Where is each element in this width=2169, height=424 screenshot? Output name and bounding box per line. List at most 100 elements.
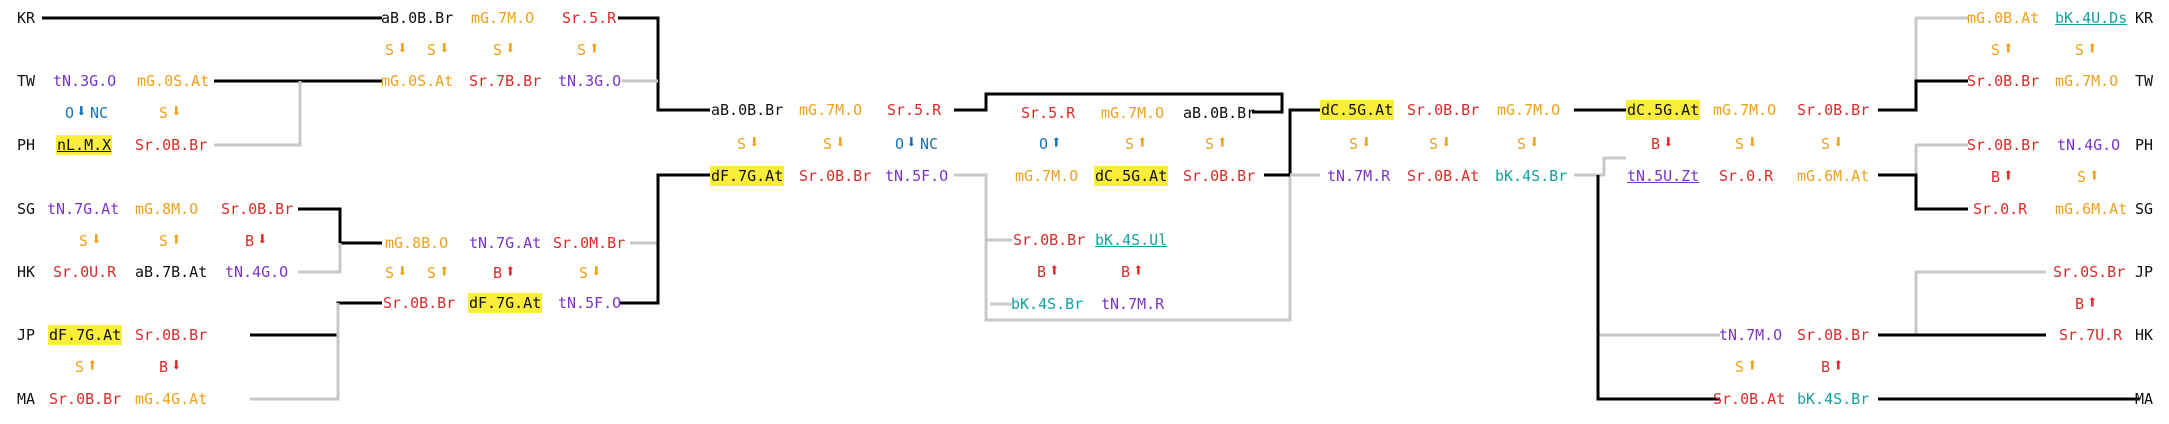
status-label: S xyxy=(737,135,747,153)
match-entry[interactable]: mG.7M.O xyxy=(1101,104,1165,122)
bracket-line xyxy=(954,92,1284,114)
match-entry[interactable]: Sr.0B.Br xyxy=(221,200,294,218)
match-entry[interactable]: Sr.0.R xyxy=(1719,167,1774,185)
match-entry[interactable]: dC.5G.At xyxy=(1320,100,1395,120)
match-entry[interactable]: Sr.0U.R xyxy=(53,263,117,281)
country-code-tw: TW xyxy=(2135,72,2154,90)
country-code-hk: HK xyxy=(2135,326,2154,344)
status-label: B xyxy=(1651,135,1661,153)
match-entry[interactable]: tN.7M.R xyxy=(1327,167,1391,185)
match-entry[interactable]: mG.7M.O xyxy=(1497,101,1561,119)
match-entry[interactable]: bK.4S.Ul xyxy=(1095,231,1168,249)
match-entry[interactable]: Sr.0B.Br xyxy=(1797,101,1870,119)
match-entry[interactable]: mG.0S.At xyxy=(381,72,454,90)
status-label: S xyxy=(1517,135,1527,153)
match-entry[interactable]: dC.5G.At xyxy=(1626,100,1701,120)
match-entry[interactable]: Sr.0M.Br xyxy=(553,234,626,252)
match-entry[interactable]: dC.5G.At xyxy=(1094,166,1169,186)
match-entry[interactable]: Sr.0.R xyxy=(1973,200,2028,218)
match-entry[interactable]: tN.4G.O xyxy=(225,263,289,281)
status-label: S xyxy=(1205,135,1215,153)
arrow-down-icon: ⬇ xyxy=(591,261,602,282)
match-entry[interactable]: Sr.0B.At xyxy=(1713,390,1786,408)
status-label: O xyxy=(65,104,75,122)
match-entry[interactable]: Sr.0B.At xyxy=(1407,167,1480,185)
match-entry[interactable]: Sr.0B.Br xyxy=(383,294,456,312)
match-entry[interactable]: mG.8M.O xyxy=(135,200,199,218)
arrow-down-icon: ⬇ xyxy=(1663,132,1674,153)
arrow-down-icon: ⬇ xyxy=(397,261,408,282)
arrow-down-icon: ⬇ xyxy=(439,38,450,59)
arrow-up-icon: ⬆ xyxy=(439,261,450,282)
bracket-line xyxy=(984,175,1292,322)
match-entry[interactable]: mG.7M.O xyxy=(1015,167,1079,185)
match-entry[interactable]: mG.7M.O xyxy=(799,101,863,119)
match-entry[interactable]: bK.4S.Br xyxy=(1011,295,1084,313)
match-entry[interactable]: Sr.0B.Br xyxy=(1797,326,1870,344)
match-entry[interactable]: Sr.0B.Br xyxy=(135,136,208,154)
match-entry[interactable]: tN.7M.O xyxy=(1719,326,1783,344)
match-entry[interactable]: Sr.5.R xyxy=(562,9,617,27)
match-entry[interactable]: mG.6M.At xyxy=(1797,167,1870,185)
bracket-line xyxy=(1596,175,1720,401)
match-entry[interactable]: Sr.5.R xyxy=(887,101,942,119)
match-entry[interactable]: aB.0B.Br xyxy=(381,9,454,27)
match-entry[interactable]: mG.8B.O xyxy=(385,234,449,252)
match-entry[interactable]: Sr.0B.Br xyxy=(1183,167,1256,185)
match-entry[interactable]: Sr.0B.Br xyxy=(1013,231,1086,249)
match-entry[interactable]: mG.7M.O xyxy=(2055,72,2119,90)
match-entry[interactable]: Sr.0B.Br xyxy=(135,326,208,344)
arrow-up-icon: ⬆ xyxy=(2087,292,2098,313)
match-entry[interactable]: tN.5U.Zt xyxy=(1627,167,1700,185)
match-entry[interactable]: dF.7G.At xyxy=(468,293,543,313)
match-entry[interactable]: Sr.0B.Br xyxy=(1967,136,2040,154)
match-entry[interactable]: tN.5F.O xyxy=(885,167,949,185)
match-entry[interactable]: mG.4G.At xyxy=(135,390,208,408)
country-code-tw: TW xyxy=(17,72,36,90)
match-entry[interactable]: tN.5F.O xyxy=(558,294,622,312)
status-label: S xyxy=(2075,41,2085,59)
match-entry[interactable]: mG.7M.O xyxy=(471,9,535,27)
match-entry[interactable]: tN.4G.O xyxy=(2057,136,2121,154)
match-entry[interactable]: Sr.0B.Br xyxy=(1967,72,2040,90)
match-entry[interactable]: Sr.7U.R xyxy=(2059,326,2123,344)
match-entry[interactable]: tN.7M.R xyxy=(1101,295,1165,313)
status-label: B xyxy=(245,232,255,250)
match-entry[interactable]: tN.3G.O xyxy=(558,72,622,90)
match-entry[interactable]: nL.M.X xyxy=(56,135,113,155)
match-entry[interactable]: bK.4S.Br xyxy=(1797,390,1870,408)
match-entry[interactable]: bK.4S.Br xyxy=(1495,167,1568,185)
arrow-down-icon: ⬇ xyxy=(1833,132,1844,153)
match-entry[interactable]: mG.0B.At xyxy=(1967,9,2040,27)
match-entry[interactable]: bK.4U.Ds xyxy=(2055,9,2128,27)
match-entry[interactable]: tN.7G.At xyxy=(469,234,542,252)
match-entry[interactable]: mG.6M.At xyxy=(2055,200,2128,218)
arrow-up-icon: ⬆ xyxy=(171,229,182,250)
arrow-up-icon: ⬆ xyxy=(1217,132,1228,153)
match-entry[interactable]: Sr.7B.Br xyxy=(469,72,542,90)
match-entry[interactable]: dF.7G.At xyxy=(710,166,785,186)
status-label: B xyxy=(1121,263,1131,281)
status-label: S xyxy=(493,41,503,59)
match-entry[interactable]: aB.7B.At xyxy=(135,263,208,281)
match-entry[interactable]: Sr.0B.Br xyxy=(1407,101,1480,119)
match-entry[interactable]: aB.0B.Br xyxy=(711,101,784,119)
match-entry[interactable]: tN.3G.O xyxy=(53,72,117,90)
arrow-down-icon: ⬇ xyxy=(1747,132,1758,153)
match-entry[interactable]: Sr.0S.Br xyxy=(2053,263,2126,281)
status-label: B xyxy=(1037,263,1047,281)
match-entry[interactable]: dF.7G.At xyxy=(48,325,123,345)
country-code-jp: JP xyxy=(2135,263,2154,281)
match-entry[interactable]: mG.7M.O xyxy=(1713,101,1777,119)
match-entry[interactable]: tN.7G.At xyxy=(47,200,120,218)
bracket-line xyxy=(1574,156,1626,177)
match-entry[interactable]: Sr.0B.Br xyxy=(49,390,122,408)
match-entry[interactable]: aB.0B.Br xyxy=(1183,104,1256,122)
match-entry[interactable]: Sr.5.R xyxy=(1021,104,1076,122)
match-entry[interactable]: Sr.0B.Br xyxy=(799,167,872,185)
match-entry[interactable]: mG.0S.At xyxy=(137,72,210,90)
arrow-up-icon: ⬆ xyxy=(589,38,600,59)
arrow-down-icon: ⬇ xyxy=(1441,132,1452,153)
bracket-line xyxy=(620,173,710,305)
